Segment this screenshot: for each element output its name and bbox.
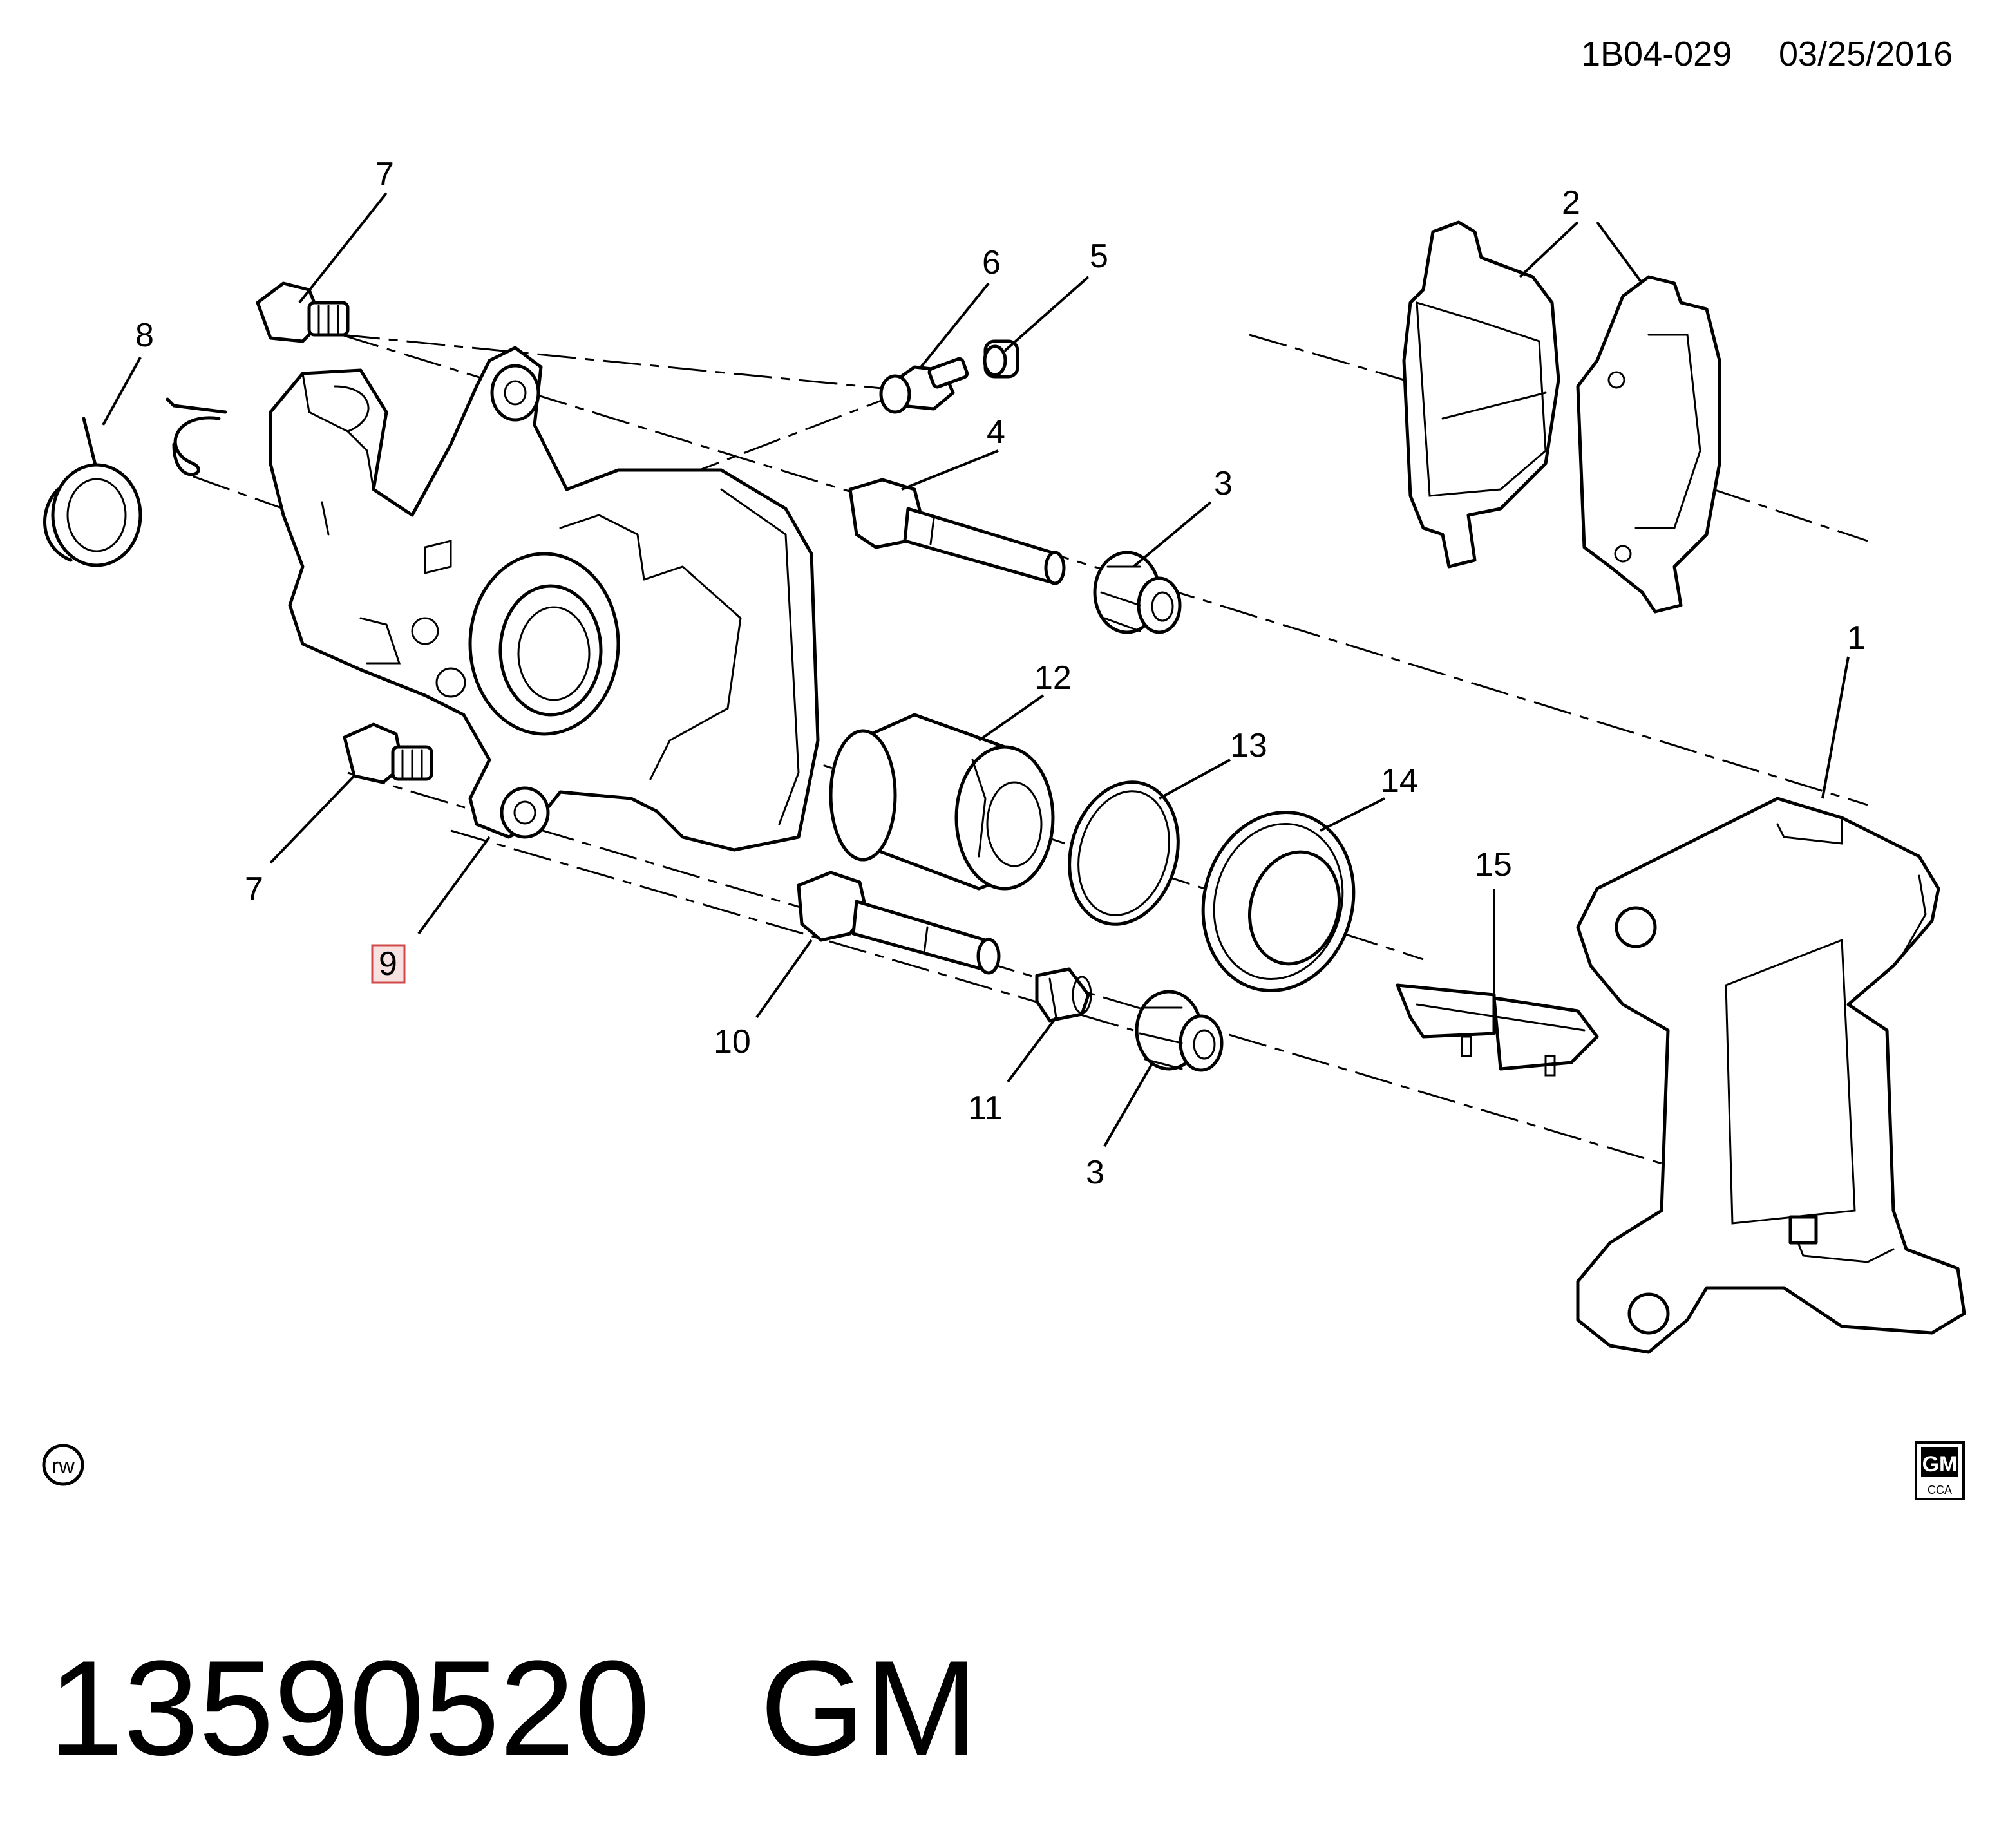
part-12-piston — [829, 713, 1055, 891]
callout-12: 12 — [1034, 659, 1072, 697]
gm-logo-text: GM — [1922, 1452, 1958, 1476]
part-1-caliper-bracket — [1576, 797, 1966, 1354]
callout-4: 4 — [987, 413, 1005, 451]
rw-text: rw — [52, 1454, 75, 1478]
callout-9: 9 — [379, 945, 397, 983]
part-number: 13590520 — [48, 1632, 650, 1784]
rw-badge: rw — [42, 1444, 84, 1486]
callout-15: 15 — [1475, 846, 1512, 883]
gm-cca-logo: GM CCA — [1915, 1441, 1965, 1500]
leader-lines — [102, 192, 1850, 1147]
callout-10: 10 — [714, 1023, 751, 1061]
callout-3-lower: 3 — [1086, 1154, 1104, 1191]
callout-11: 11 — [968, 1089, 1003, 1127]
part-7-bolt-upper — [256, 281, 350, 343]
part-6-bleeder-screw — [879, 357, 969, 414]
part-9-caliper-housing — [269, 346, 820, 852]
part-2-brake-pad-inner — [1402, 220, 1560, 569]
callout-5: 5 — [1090, 238, 1108, 275]
callout-6: 6 — [982, 244, 1001, 281]
callout-14: 14 — [1381, 762, 1418, 800]
callouts: 1 2 3 3 4 5 6 7 7 8 9 10 11 12 13 14 15 — [135, 156, 1866, 1191]
part-10-guide-pin-lower — [797, 871, 1001, 975]
callout-7-upper: 7 — [375, 156, 394, 193]
part-4-guide-pin-upper — [848, 478, 1066, 585]
gm-cca-text: CCA — [1928, 1484, 1952, 1496]
callout-3-upper: 3 — [1214, 465, 1233, 502]
part-11-bushing — [1035, 967, 1092, 1023]
part-2-brake-pad-outer — [1576, 275, 1721, 614]
callout-7-lower: 7 — [245, 871, 263, 908]
callout-9-highlight — [371, 944, 406, 984]
callout-8: 8 — [135, 317, 154, 354]
part-3-boot-upper — [1093, 551, 1182, 634]
callout-13: 13 — [1230, 727, 1267, 764]
doc-id: 1B04-029 — [1581, 35, 1732, 73]
part-7-bolt-lower — [343, 722, 433, 784]
part-8-spring-clip — [43, 397, 227, 567]
doc-date: 03/25/2016 — [1779, 35, 1953, 73]
brand-name: GM — [760, 1632, 978, 1784]
part-14-dust-boot — [1201, 811, 1356, 992]
part-15-pad-clips — [1396, 983, 1599, 1077]
header: 1B04-029 03/25/2016 — [1581, 35, 1953, 73]
callout-1: 1 — [1847, 619, 1866, 657]
part-5-bleeder-cap — [983, 339, 1019, 379]
part-13-piston-seal — [1068, 780, 1180, 926]
footer: 13590520 GM — [48, 1632, 978, 1784]
part-3-boot-lower — [1135, 990, 1224, 1072]
callout-2: 2 — [1562, 184, 1580, 222]
